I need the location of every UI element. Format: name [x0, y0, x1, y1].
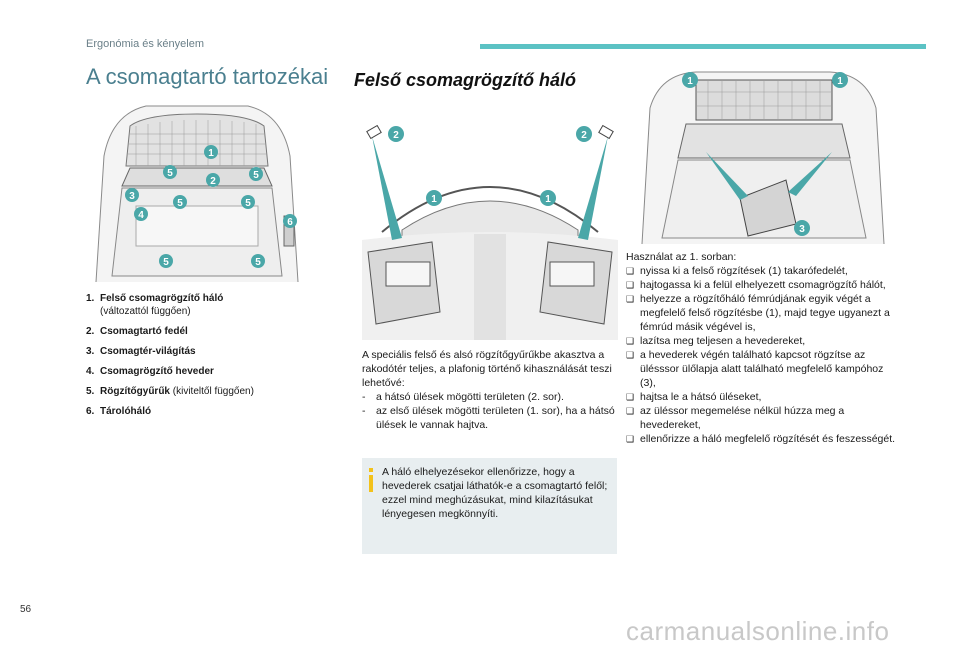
net-intro: A speciális felső és alsó rögzítőgyűrűkb…	[362, 349, 612, 389]
step-text: nyissa ki a felső rögzítések (1) takaróf…	[640, 265, 848, 277]
step-item: ❑ lazítsa meg teljesen a hevedereket,	[626, 334, 896, 348]
legend-item: 2. Csomagtartó fedél	[86, 325, 346, 338]
legend-text: Rögzítőgyűrűk (kiviteltől függően)	[100, 385, 254, 398]
info-text: A háló elhelyezésekor ellenőrizze, hogy …	[382, 466, 608, 520]
checkbox-icon: ❑	[626, 392, 635, 402]
checkbox-icon: ❑	[626, 350, 635, 360]
trunk-badge: 1	[208, 148, 214, 159]
usage-instructions: Használat az 1. sorban: ❑ nyissa ki a fel…	[626, 250, 896, 446]
trunk-badge: 3	[129, 191, 135, 202]
step-item: ❑ helyezze a rögzítőháló fémrúdjának egyi…	[626, 292, 896, 334]
step-text: lazítsa meg teljesen a hevedereket,	[640, 335, 806, 347]
step-item: ❑ az üléssor megemelése nélkül húzza meg …	[626, 404, 896, 432]
legend-number: 5.	[86, 386, 95, 397]
trunk-badge: 5	[163, 257, 169, 268]
header-accent-bar	[480, 44, 926, 49]
step-item: ❑ nyissa ki a felső rögzítések (1) takaró…	[626, 264, 896, 278]
step-text: hajtogassa ki a felül elhelyezett csomag…	[640, 279, 886, 291]
trunk-badge: 5	[177, 198, 183, 209]
net-description: A speciális felső és alsó rögzítőgyűrűkb…	[362, 348, 618, 432]
legend-number: 4.	[86, 366, 95, 377]
checkbox-icon: ❑	[626, 280, 635, 290]
legend-bold: Felső csomagrögzítő háló	[100, 293, 224, 304]
step-text: hajtsa le a hátsó üléseket,	[640, 391, 762, 403]
checkbox-icon: ❑	[626, 434, 635, 444]
trunk-badge: 5	[255, 257, 261, 268]
legend-rest: (változattól függően)	[100, 306, 191, 317]
step-text: ellenőrizze a háló megfelelő rögzítését …	[640, 433, 896, 445]
net-badge: 1	[837, 76, 843, 87]
info-icon	[369, 468, 373, 492]
step-text: a hevederek végén található kapcsot rögz…	[640, 349, 884, 389]
checkbox-icon: ❑	[626, 294, 635, 304]
trunk-badge: 6	[287, 217, 293, 228]
trunk-badge: 5	[253, 170, 259, 181]
legend-bold: Csomagrögzítő heveder	[100, 366, 214, 377]
legend-bold: Csomagtartó fedél	[100, 326, 188, 337]
checkbox-icon: ❑	[626, 406, 635, 416]
trunk-accessories-diagram: 1 5 5 2 3 5 5 4 6 5 5	[95, 105, 299, 282]
step-text: az üléssor megemelése nélkül húzza meg a…	[640, 405, 845, 431]
accessories-legend: 1. Felső csomagrögzítő háló (változattól …	[86, 292, 346, 425]
trunk-badge: 2	[210, 176, 216, 187]
section-subtitle: Felső csomagrögzítő háló	[354, 70, 577, 90]
legend-item: 5. Rögzítőgyűrűk (kiviteltől függően)	[86, 385, 346, 398]
interior-badge: 1	[431, 194, 437, 205]
dash-item: -az első ülések mögötti területen (1. so…	[362, 404, 618, 432]
interior-net-anchor-diagram: 2 2 1 1	[362, 112, 618, 340]
step-item: ❑ hajtogassa ki a felül elhelyezett csoma…	[626, 278, 896, 292]
legend-number: 6.	[86, 406, 95, 417]
checkbox-icon: ❑	[626, 266, 635, 276]
legend-item: 3. Csomagtér-világítás	[86, 345, 346, 358]
trunk-badge: 4	[138, 210, 144, 221]
legend-bold: Rögzítőgyűrűk	[100, 386, 170, 397]
dash-text: a hátsó ülések mögötti területen (2. sor…	[376, 391, 564, 403]
legend-item: 4. Csomagrögzítő heveder	[86, 365, 346, 378]
legend-number: 1.	[86, 293, 95, 304]
page-title: A csomagtartó tartozékai	[86, 64, 329, 89]
net-installed-diagram: 1 1 3	[641, 71, 885, 244]
interior-badge: 1	[545, 194, 551, 205]
trunk-badge: 5	[167, 168, 173, 179]
step-text: helyezze a rögzítőháló fémrúdjának egyik…	[640, 293, 890, 333]
legend-bold: Csomagtér-világítás	[100, 346, 196, 357]
step-item: ❑ ellenőrizze a háló megfelelő rögzítését…	[626, 432, 896, 446]
net-badge: 3	[799, 224, 805, 235]
step-item: ❑ hajtsa le a hátsó üléseket,	[626, 390, 896, 404]
legend-number: 2.	[86, 326, 95, 337]
dash-text: az első ülések mögötti területen (1. sor…	[376, 405, 615, 431]
legend-item: 1. Felső csomagrögzítő háló (változattól …	[86, 292, 346, 318]
dash-mark: -	[362, 391, 366, 403]
legend-text: Felső csomagrögzítő háló (változattól füg…	[100, 292, 223, 318]
net-badge: 1	[687, 76, 693, 87]
legend-number: 3.	[86, 346, 95, 357]
step-item: ❑ a hevederek végén található kapcsot rög…	[626, 348, 896, 390]
watermark: carmanualsonline.info	[626, 616, 890, 646]
section-header: Ergonómia és kényelem	[86, 38, 205, 50]
checkbox-icon: ❑	[626, 336, 635, 346]
interior-badge: 2	[393, 130, 399, 141]
usage-intro: Használat az 1. sorban:	[626, 251, 737, 263]
legend-item: 6. Tárolóháló	[86, 405, 346, 418]
interior-badge: 2	[581, 130, 587, 141]
dash-item: -a hátsó ülések mögötti területen (2. so…	[362, 390, 618, 404]
page-number: 56	[20, 604, 32, 615]
trunk-badge: 5	[245, 198, 251, 209]
legend-bold: Tárolóháló	[100, 406, 152, 417]
legend-rest: (kiviteltől függően)	[170, 386, 254, 397]
info-box: A háló elhelyezésekor ellenőrizze, hogy …	[362, 458, 617, 554]
dash-mark: -	[362, 405, 366, 417]
